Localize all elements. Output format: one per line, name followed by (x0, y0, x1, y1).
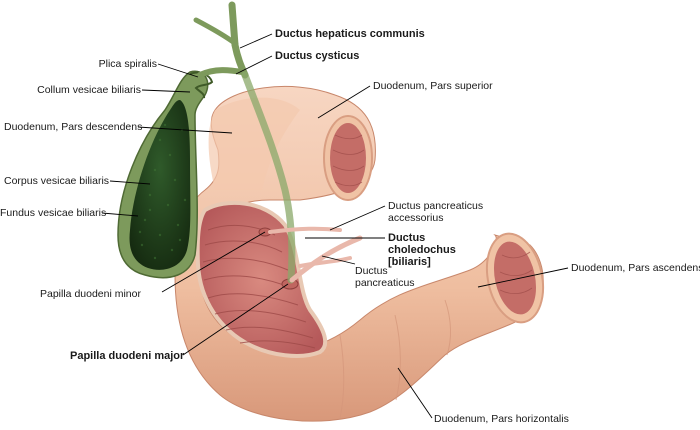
label-duodenum-pars-superior: Duodenum, Pars superior (373, 80, 493, 92)
label-ductus-choledochus: Ductus choledochus [biliaris] (388, 232, 456, 268)
label-ductus-choledochus-line1: Ductus (388, 232, 426, 244)
label-ductus-pancreaticus: Ductus pancreaticus (355, 265, 415, 289)
label-papilla-duodeni-minor: Papilla duodeni minor (40, 288, 141, 300)
label-ductus-cysticus: Ductus cysticus (275, 50, 360, 62)
ductus-choledochus-duct (241, 71, 296, 284)
label-ductus-choledochus-line3: [biliaris] (388, 256, 431, 268)
label-fundus-vesicae-biliaris: Fundus vesicae biliaris (0, 207, 107, 219)
label-ductus-pancreaticus-accessorius-line1: Ductus pancreaticus (388, 200, 484, 212)
label-ductus-pancreaticus-line2: pancreaticus (355, 277, 415, 289)
ductus-pancreaticus-accessorius-duct (268, 226, 342, 234)
label-ductus-pancreaticus-accessorius: Ductus pancreaticus accessorius (388, 200, 483, 224)
label-ductus-choledochus-line2: choledochus (388, 244, 456, 256)
hepatic-branch (193, 17, 239, 47)
label-ductus-pancreaticus-accessorius-line2: accessorius (388, 212, 444, 224)
gallbladder-lumen (129, 100, 191, 270)
ductus-cysticus-duct (197, 67, 245, 78)
label-ductus-hepaticus-communis: Ductus hepaticus communis (275, 28, 425, 40)
label-duodenum-pars-horizontalis: Duodenum, Pars horizontalis (434, 413, 569, 425)
horizontal-part-bands (339, 299, 451, 419)
ductus-pancreaticus-duct (289, 235, 363, 283)
leader-lines (101, 33, 569, 419)
ductus-pancreaticus-branch (298, 256, 352, 268)
label-ductus-pancreaticus-line1: Ductus (355, 265, 388, 277)
label-plica-spiralis: Plica spiralis (98, 58, 157, 70)
label-duodenum-pars-descendens: Duodenum, Pars descendens (4, 121, 143, 133)
pars-descendens-surface (208, 97, 300, 190)
label-collum-vesicae-biliaris: Collum vesicae biliaris (37, 84, 141, 96)
label-corpus-vesicae-biliaris: Corpus vesicae biliaris (4, 175, 110, 187)
gallbladder-mucosa-texture (138, 123, 187, 260)
pars-ascendens-lumen (493, 241, 537, 315)
label-duodenum-pars-ascendens: Duodenum, Pars ascendens (571, 262, 700, 274)
label-papilla-duodeni-major: Papilla duodeni major (70, 350, 185, 362)
pars-superior-lumen (330, 123, 366, 193)
